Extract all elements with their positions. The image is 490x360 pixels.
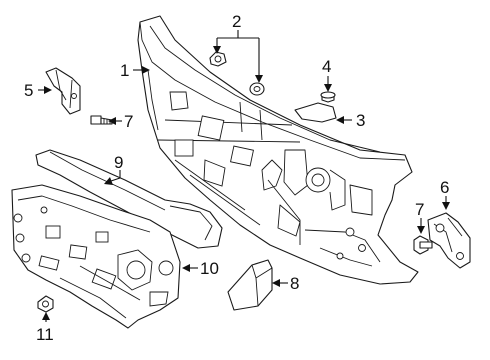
bolt-part-right xyxy=(413,235,433,255)
callout-8: 8 xyxy=(290,274,299,293)
bracket-part-left xyxy=(45,67,81,115)
grommet-part xyxy=(320,91,336,103)
callout-6: 6 xyxy=(440,178,449,197)
insulator-strip-part xyxy=(35,149,223,249)
callout-7-left: 7 xyxy=(124,112,133,131)
nut-part xyxy=(37,295,54,313)
nut-fastener-part xyxy=(249,82,265,96)
callout-5: 5 xyxy=(24,81,33,100)
callout-labels: 1 2 3 4 5 6 7 7 8 9 10 11 xyxy=(24,12,449,344)
plate-part xyxy=(294,102,337,123)
insulator-panel-part xyxy=(11,184,181,329)
callout-9: 9 xyxy=(114,153,123,172)
dash-panel-part xyxy=(137,15,419,285)
leader-lines xyxy=(38,30,450,322)
callout-7-right: 7 xyxy=(415,200,424,219)
insulator-block-part xyxy=(227,259,273,311)
clip-fastener-part xyxy=(209,51,227,67)
callout-10: 10 xyxy=(200,259,219,278)
callout-2: 2 xyxy=(232,12,241,31)
callout-11: 11 xyxy=(36,325,54,344)
bracket-part-right xyxy=(427,212,471,269)
bolt-part-left xyxy=(90,115,113,125)
callout-1: 1 xyxy=(120,61,129,80)
callout-3: 3 xyxy=(356,111,365,130)
callout-4: 4 xyxy=(322,57,331,76)
